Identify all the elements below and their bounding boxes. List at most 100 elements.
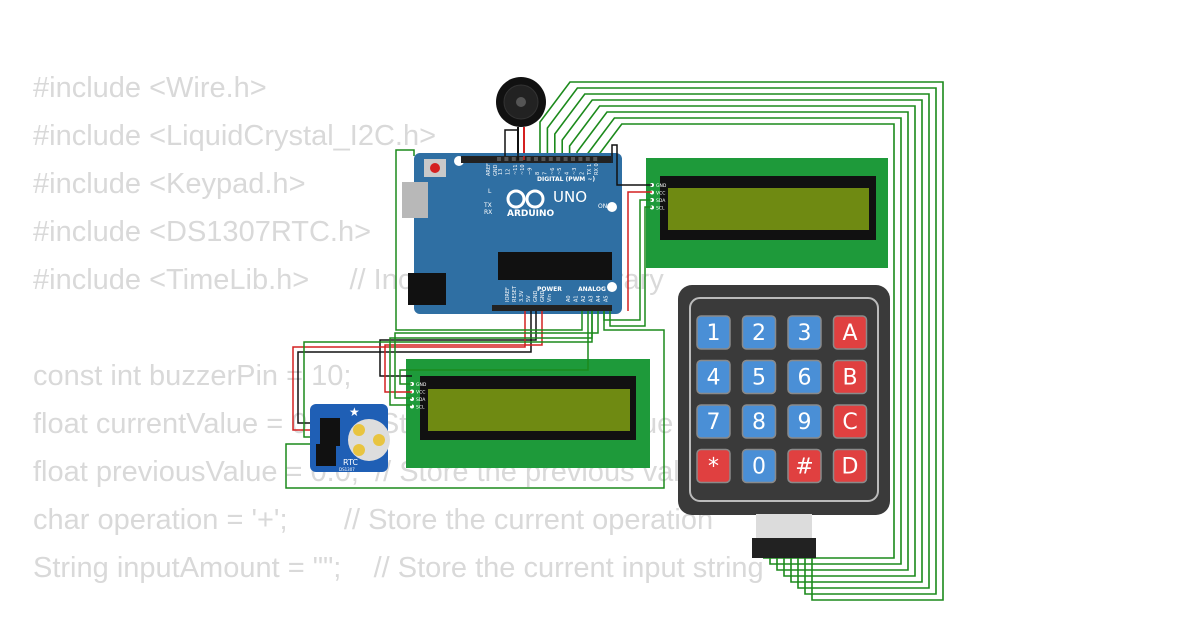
keypad-wire [553,93,930,589]
digital-pin[interactable] [534,157,538,161]
code-line: #include <LiquidCrystal_I2C.h> [33,120,437,152]
digital-pin[interactable] [519,157,524,161]
keypad-key[interactable]: 0 [741,448,777,484]
digital-pin[interactable] [504,157,509,161]
digital-pin[interactable] [548,157,553,161]
digital-pin[interactable] [541,157,546,161]
keypad-key-label: B [842,366,857,391]
analog-pin-label: A2 [581,295,587,302]
digital-pin-label: 13 [498,169,504,175]
code-line: String inputAmount = ""; // Store the cu… [33,552,764,584]
on-label: ON [598,203,607,210]
keypad-key[interactable]: 1 [696,315,731,350]
power-pin-label: 3.3V [519,290,525,302]
analog-pin-label: A0 [566,295,572,302]
keypad-key[interactable]: 5 [741,359,777,395]
rx-label: RX [484,209,492,216]
keypad-key[interactable]: * [696,448,731,484]
power-jack [408,273,446,305]
code-line: char operation = '+'; // Store the curre… [33,504,714,536]
power-pin-label: GND [540,290,546,302]
digital-pin-label: RX 0 [594,163,600,175]
keypad-wire [568,105,916,577]
lcd-pin-label: GND [416,382,427,388]
digital-pin-label: 2 [579,172,585,175]
keypad-key[interactable]: A [832,315,868,350]
keypad-key[interactable]: 7 [696,404,731,439]
digital-pin-label: 12 [505,169,511,175]
digital-pin[interactable] [526,157,531,161]
digital-pin[interactable] [563,157,568,161]
digital-pin-label: ~3 [572,168,578,175]
keypad-key-label: 9 [798,410,812,435]
code-line: #include <DS1307RTC.h> [33,216,372,248]
power-pin-label: Vin [547,294,553,302]
lcd-pin-label: SDA [416,397,426,403]
keypad-key[interactable]: 3 [787,315,822,350]
keypad-key-label: 7 [707,410,721,435]
keypad-key[interactable]: C [832,404,868,439]
digital-pin-label: ~9 [528,168,534,175]
power-label: POWER [537,286,562,293]
code-line: #include <Wire.h> [33,72,267,104]
code-line: const int buzzerPin = 10; [33,360,352,392]
lcd-pin-label: SCL [656,206,665,212]
digital-pin[interactable] [571,157,575,161]
l-label: L [488,188,492,195]
arduino-uno-board[interactable]: ARDUINO UNO DIGITAL (PWM ~) ANALOG IN PO… [402,153,622,314]
board-model: UNO [553,188,587,206]
power-wires [285,129,665,489]
keypad-key[interactable]: 6 [787,359,822,395]
digital-label: DIGITAL (PWM ~) [537,176,595,183]
keypad-key[interactable]: 2 [741,315,777,350]
arduino-logo-icon [506,189,545,209]
digital-pin-label: 8 [535,172,541,175]
keypad-key[interactable]: D [832,448,868,484]
keypad-key[interactable]: B [832,359,868,395]
keypad-key-label: 3 [798,321,812,346]
analog-pin-label: A4 [596,295,602,302]
keypad-key-label: C [842,410,857,435]
gnd-label: GND [493,164,499,176]
keypad-wire [539,81,944,601]
digital-pin[interactable] [556,157,561,161]
keypad-key[interactable]: 9 [787,404,822,439]
analog-pin-label: A1 [574,295,580,302]
keypad-wire [561,99,923,583]
atmega-chip [498,252,612,280]
digital-pin[interactable] [497,157,501,161]
digital-pin-label: TX 1 [587,164,593,176]
digital-pin[interactable] [511,157,516,161]
keypad-wire [576,111,909,571]
code-line: #include <Keypad.h> [33,168,306,200]
digital-pin[interactable] [593,157,598,161]
digital-pin-label: ~5 [557,168,563,175]
keypad-key-label: 1 [707,321,721,346]
keypad-key-label: 5 [752,366,766,391]
keypad-key-label: 0 [752,455,766,480]
buzzer[interactable] [496,77,546,160]
power-pin-label: GND [533,290,539,302]
keypad-key[interactable]: 8 [741,404,777,439]
digital-pin-label: 4 [565,172,571,175]
keypad-key-label: D [842,455,859,480]
arduino-logo-text: ARDUINO [507,209,555,219]
digital-pin[interactable] [578,157,583,161]
rtc-label: RTC [343,458,358,467]
keypad-key-label: 6 [798,366,812,391]
lcd-pin-label: SDA [656,198,666,204]
analog-pin-label: A5 [604,295,610,302]
analog-label: ANALOG IN [578,286,615,293]
rtc-module[interactable]: ★ RTC DS1307 [310,404,390,472]
digital-pin[interactable] [585,157,590,161]
keypad-key[interactable]: 4 [696,359,731,395]
keypad-key[interactable]: # [787,448,822,484]
